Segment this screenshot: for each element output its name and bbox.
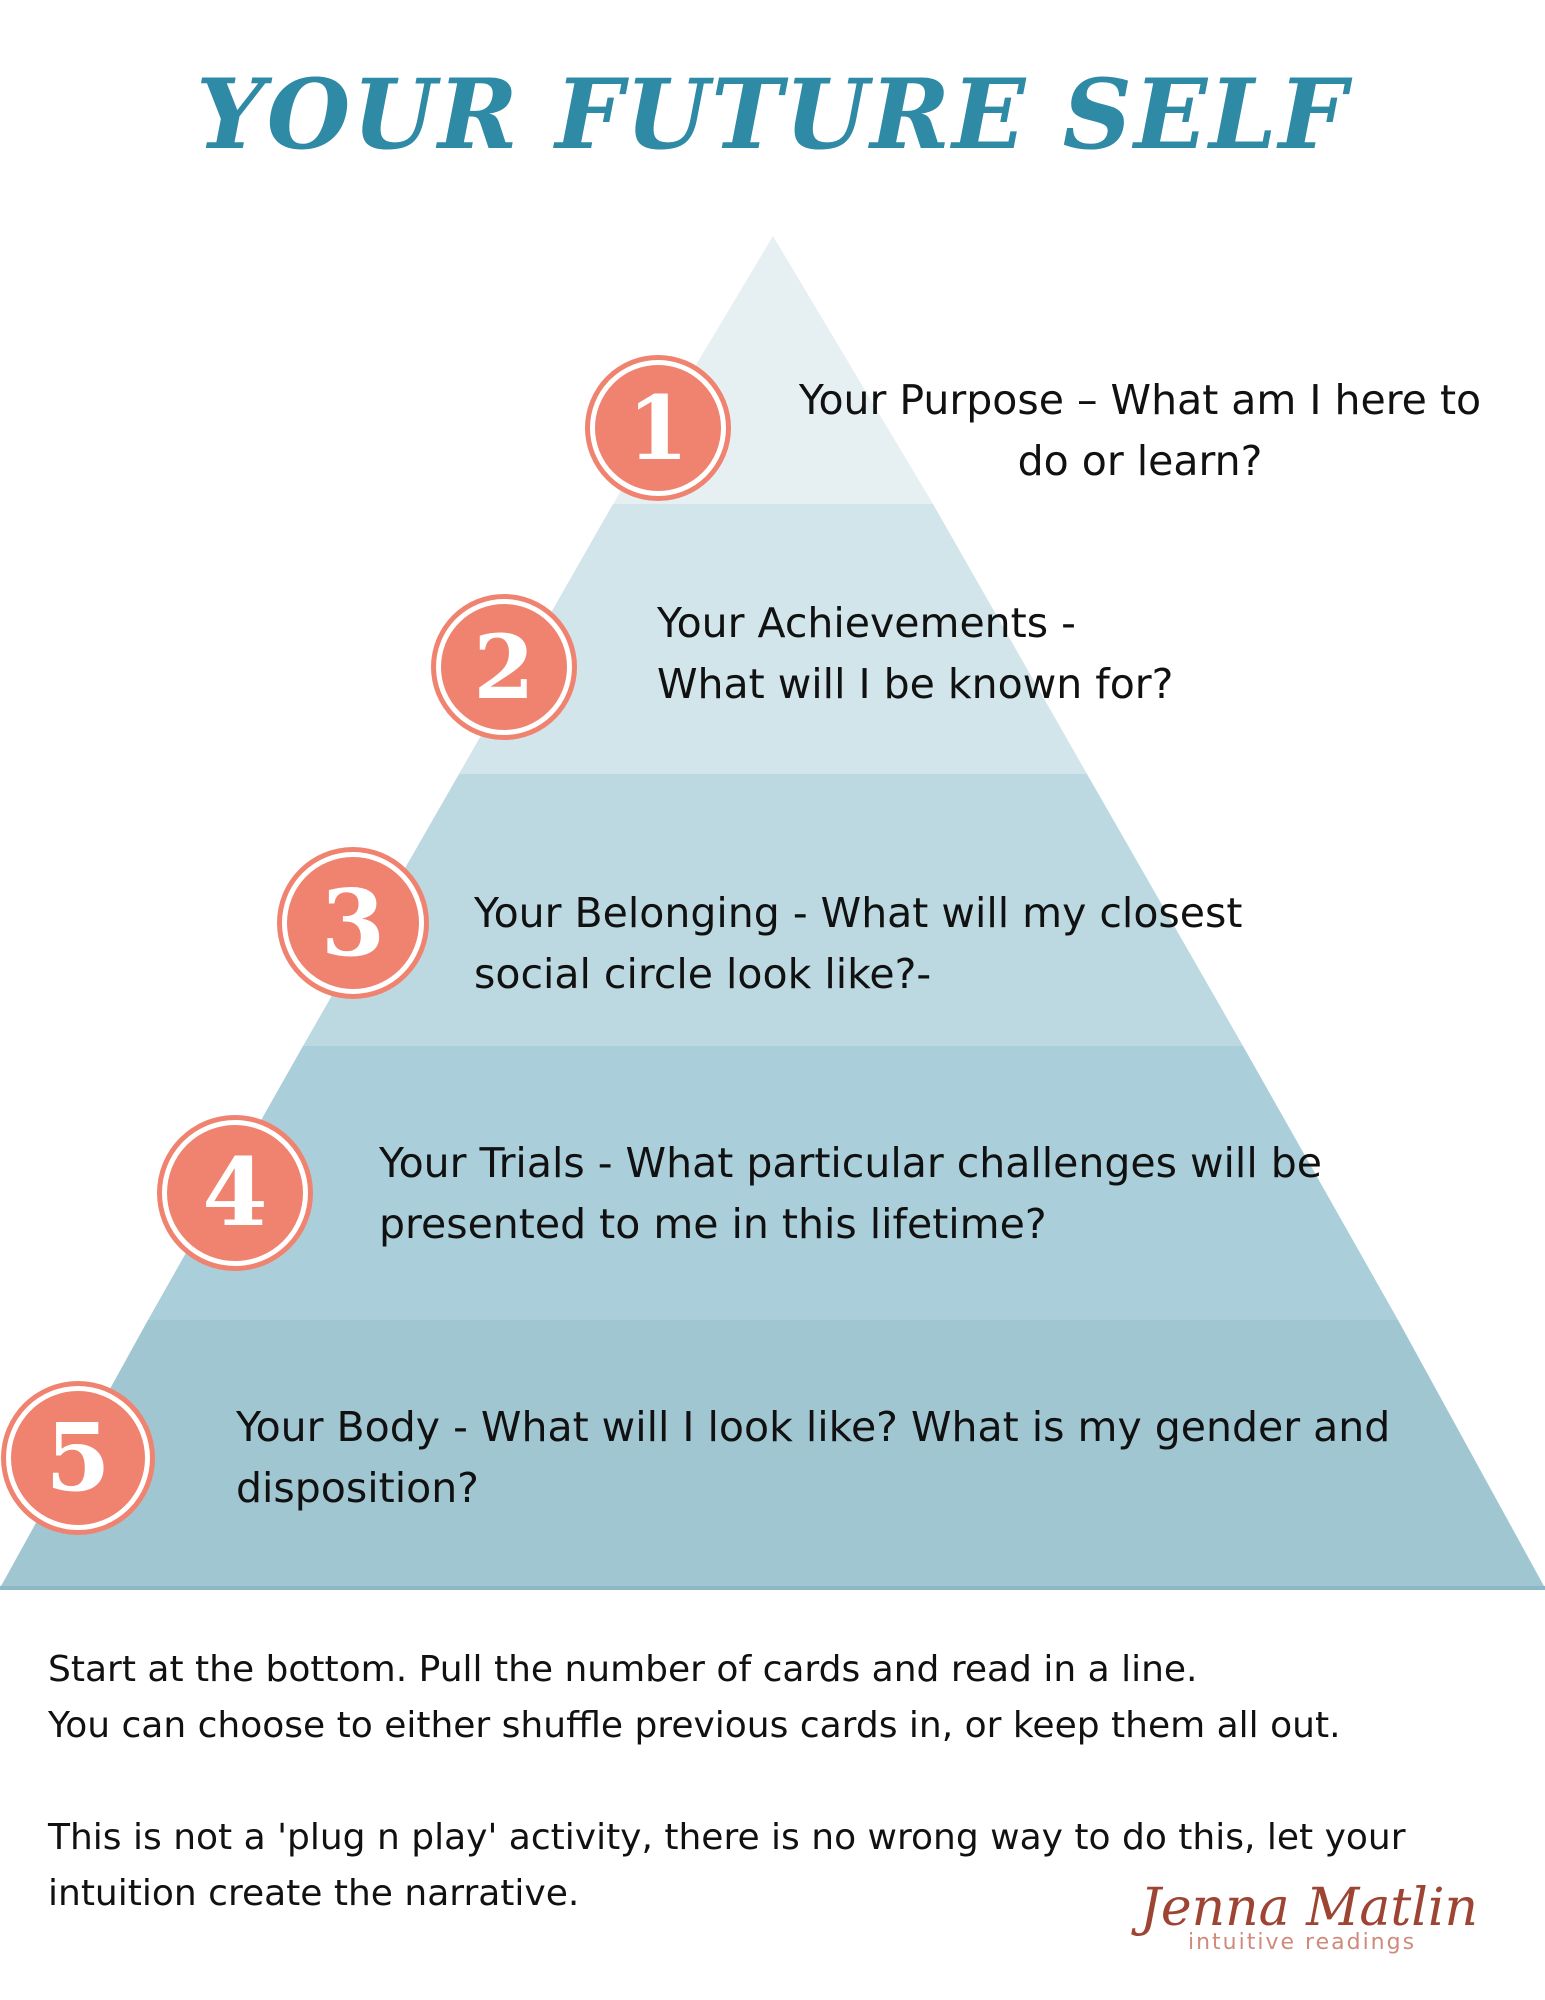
pyramid-tier-3 xyxy=(303,774,1243,1046)
tier-2-line-1: Your Achievements - xyxy=(657,599,1076,647)
tier-5-text: Your Body - What will I look like? What … xyxy=(236,1397,1390,1519)
tier-3-line-2: social circle look like?- xyxy=(474,950,932,998)
tier-3-number-badge: 3 xyxy=(282,852,424,994)
instructions-text: Start at the bottom. Pull the number of … xyxy=(48,1642,1406,1922)
tier-1-line-1: Your Purpose – What am I here to xyxy=(798,376,1482,424)
pyramid-tier-4 xyxy=(148,1046,1398,1320)
pyramid-tier-2 xyxy=(459,504,1087,774)
tier-5-number-badge: 5 xyxy=(6,1386,150,1530)
tier-4-line-2: presented to me in this lifetime? xyxy=(379,1200,1047,1248)
signature-tagline: intuitive readings xyxy=(1188,1930,1417,1955)
tier-5-line-2: disposition? xyxy=(236,1464,479,1512)
tier-2-line-2: What will I be known for? xyxy=(657,660,1174,708)
pyramid-diagram xyxy=(0,236,1545,1590)
instructions-line-2: You can choose to either shuffle previou… xyxy=(48,1705,1341,1746)
instructions-line-3: This is not a 'plug n play' activity, th… xyxy=(48,1817,1406,1858)
tier-4-text: Your Trials - What particular challenges… xyxy=(379,1133,1322,1255)
tier-3-text: Your Belonging - What will my closest so… xyxy=(474,883,1242,1005)
instructions-line-4: intuition create the narrative. xyxy=(48,1873,580,1914)
instructions-line-1: Start at the bottom. Pull the number of … xyxy=(48,1649,1198,1690)
instructions-spacer xyxy=(48,1754,1406,1810)
tier-4-number-badge: 4 xyxy=(162,1120,308,1266)
tier-2-text: Your Achievements - What will I be known… xyxy=(657,593,1173,715)
pyramid-tier-5 xyxy=(0,1320,1545,1588)
signature-name: Jenna Matlin xyxy=(1140,1878,1479,1938)
tier-1-line-2: do or learn? xyxy=(1017,437,1263,485)
tier-4-line-1: Your Trials - What particular challenges… xyxy=(379,1139,1322,1187)
pyramid-base-line xyxy=(0,1586,1545,1590)
page-title: YOUR FUTURE SELF xyxy=(196,58,1349,171)
tier-2-number-badge: 2 xyxy=(436,599,572,735)
tier-1-number-badge: 1 xyxy=(590,360,726,496)
signature-logo: Jenna Matlin intuitive readings xyxy=(1140,1880,1500,1955)
tier-5-line-1: Your Body - What will I look like? What … xyxy=(236,1403,1391,1451)
tier-1-text: Your Purpose – What am I here to do or l… xyxy=(770,370,1510,492)
tier-3-line-1: Your Belonging - What will my closest xyxy=(474,889,1243,937)
